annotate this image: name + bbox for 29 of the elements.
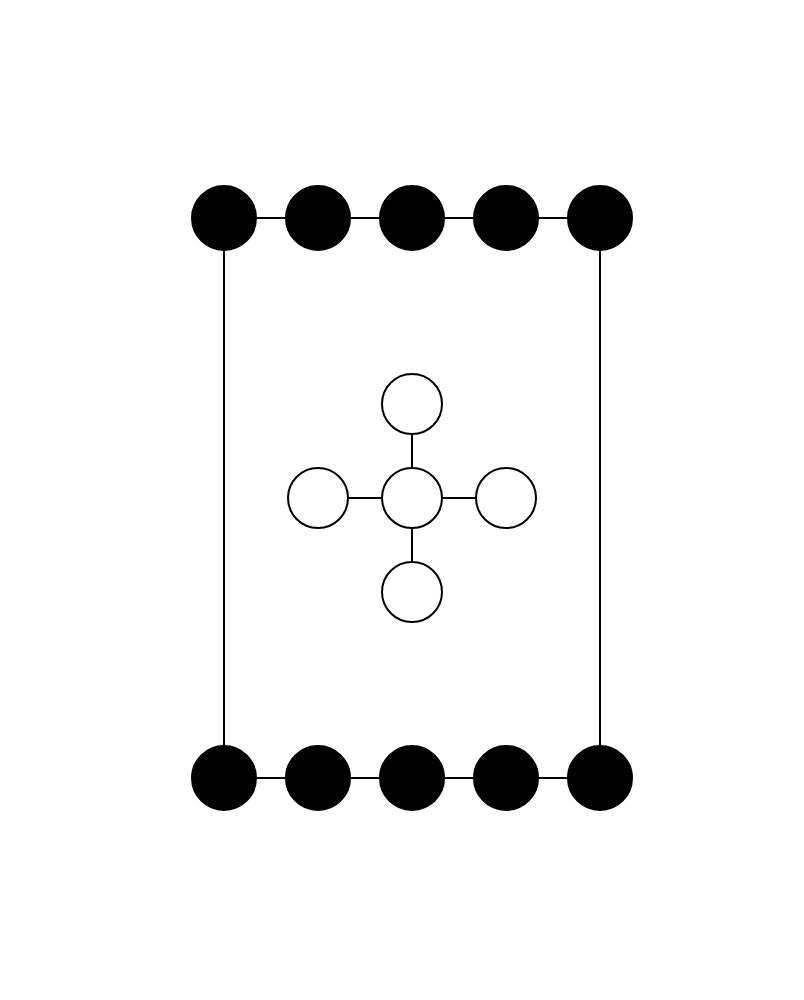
connector-line: [350, 217, 380, 219]
connector-line: [256, 217, 286, 219]
connector-line: [538, 217, 568, 219]
filled-circle: [191, 185, 257, 251]
filled-circle: [285, 745, 351, 811]
connector-line: [538, 777, 568, 779]
connector-line: [442, 497, 476, 499]
open-circle: [475, 467, 537, 529]
connector-line: [411, 528, 413, 562]
filled-circle: [379, 185, 445, 251]
connector-line: [444, 777, 474, 779]
open-circle: [287, 467, 349, 529]
connector-line: [444, 217, 474, 219]
connector-line: [256, 777, 286, 779]
connector-line: [350, 777, 380, 779]
filled-circle: [379, 745, 445, 811]
connector-line: [599, 250, 601, 746]
filled-circle: [567, 185, 633, 251]
filled-circle: [473, 185, 539, 251]
connector-line: [223, 250, 225, 746]
open-circle: [381, 373, 443, 435]
filled-circle: [567, 745, 633, 811]
filled-circle: [473, 745, 539, 811]
open-circle: [381, 561, 443, 623]
filled-circle: [285, 185, 351, 251]
connector-line: [411, 434, 413, 468]
open-circle: [381, 467, 443, 529]
filled-circle: [191, 745, 257, 811]
connector-line: [348, 497, 382, 499]
